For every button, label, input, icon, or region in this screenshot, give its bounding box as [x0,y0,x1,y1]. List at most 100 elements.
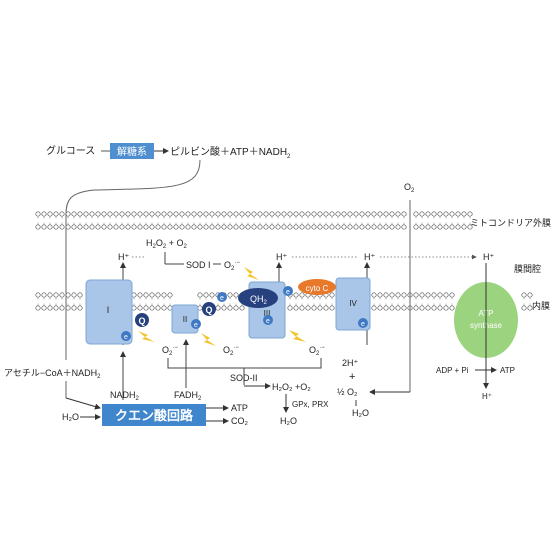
lipid-head [431,224,437,230]
lipid-head [35,211,41,217]
qh2-label: QH2 [250,294,268,306]
lipid-head [161,211,167,217]
lipid-head [377,211,383,217]
lipid-head [71,292,77,298]
lipid-head [41,305,47,311]
lipid-head [77,224,83,230]
lipid-head [185,211,191,217]
lipid-head [311,224,317,230]
lipid-head [245,211,251,217]
lipid-head [341,211,347,217]
electron-4 [263,315,273,325]
lipid-head [119,211,125,217]
outer-membrane [35,211,473,230]
lipid-head [293,292,299,298]
lipid-head [71,224,77,230]
lipid-head [71,211,77,217]
h2o2-o2-lower: H₂O₂ +O₂ [272,382,311,392]
lipid-head [401,305,407,311]
lipid-head [359,224,365,230]
lipid-head [461,211,467,217]
lipid-head [143,292,149,298]
electrons: e e e e e e [121,286,368,341]
lipid-head [143,305,149,311]
lipid-head [161,292,167,298]
h-plus-c4: H⁺ [364,252,375,262]
glycolysis-label: 解糖系 [117,145,147,158]
lipid-head [137,305,143,311]
tca-co2: CO₂ [231,416,249,426]
lipid-head [125,224,131,230]
lipid-head [155,292,161,298]
lipid-head [35,224,41,230]
lipid-head [215,224,221,230]
pyruvate-path [65,159,201,360]
complex-4-label: IV [349,299,357,308]
lipid-head [83,211,89,217]
lipid-head [425,224,431,230]
lipid-head [275,211,281,217]
complex-3-label: III [264,309,271,318]
lipid-head [251,224,257,230]
tca-cycle-label: クエン酸回路 [115,408,194,423]
lipid-head [443,224,449,230]
lipid-head [341,224,347,230]
lipid-head [263,224,269,230]
lipid-head [521,292,527,298]
electron-4-label: e [266,318,270,325]
lipid-head [113,224,119,230]
lipid-head [299,305,305,311]
lipid-head [155,211,161,217]
lipid-head [401,292,407,298]
lipid-head [47,224,53,230]
lipid-head [413,305,419,311]
lipid-head [449,211,455,217]
gpx-label: GPx, PRX [292,400,329,409]
lipid-head [215,211,221,217]
lipid-head [347,211,353,217]
lipid-head [227,305,233,311]
lipid-head [53,305,59,311]
lipid-head [239,224,245,230]
lipid-head [143,211,149,217]
lipid-head [41,224,47,230]
complex-1 [85,279,133,345]
lipid-head [155,305,161,311]
lipid-head [419,224,425,230]
lipid-head [131,224,137,230]
lipid-head [347,224,353,230]
lipid-head [107,224,113,230]
lipid-head [197,211,203,217]
lipid-head [437,224,443,230]
lipid-head [263,211,269,217]
lipid-head [131,211,137,217]
lipid-head [305,211,311,217]
lipid-head [299,292,305,298]
lipid-head [299,224,305,230]
lipid-head [227,292,233,298]
lipid-head [149,292,155,298]
lipid-head [461,224,467,230]
h2o2-o2-top: H2O2 + O2 [146,238,187,250]
lipid-head [191,211,197,217]
lipid-head [203,292,209,298]
h-plus-c1: H⁺ [118,252,129,262]
lipid-head [299,211,305,217]
electron-3 [217,292,227,302]
electron-3-label: e [220,295,224,302]
lipid-head [293,224,299,230]
lipid-head [389,305,395,311]
lipid-head [281,211,287,217]
lipid-head [257,211,263,217]
lipid-head [101,224,107,230]
lipid-head [383,305,389,311]
lipid-head [233,292,239,298]
glycolysis-box [110,143,154,159]
lipid-head [269,211,275,217]
lipid-head [437,305,443,311]
lipid-head [317,224,323,230]
lipid-head [137,211,143,217]
sod2-bracket [167,358,322,369]
lipid-head [53,211,59,217]
